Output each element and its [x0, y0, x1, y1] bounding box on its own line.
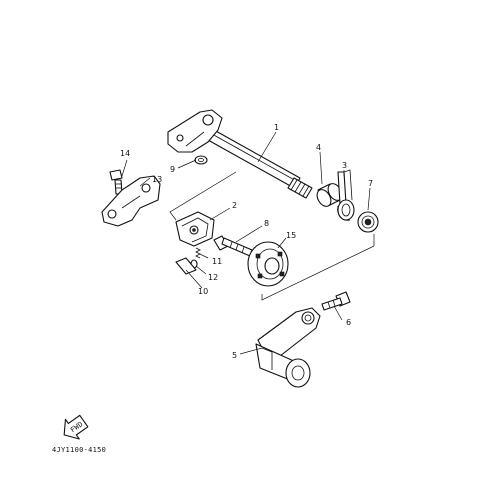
- shift-pedal[interactable]: [255, 307, 321, 388]
- stopper-lever[interactable]: [175, 211, 215, 247]
- label-9: 9: [170, 165, 175, 174]
- spring-11[interactable]: [195, 247, 201, 259]
- leader-lines: [121, 131, 371, 355]
- label-2: 2: [232, 201, 237, 210]
- stud-bolt-8[interactable]: [213, 235, 253, 257]
- label-12: 12: [208, 273, 218, 282]
- label-4: 4: [316, 143, 321, 152]
- label-11: 11: [212, 257, 222, 266]
- label-5: 5: [232, 351, 237, 360]
- torsion-spring[interactable]: [337, 169, 355, 221]
- bolt-6[interactable]: [321, 291, 351, 311]
- fwd-arrow-icon: FWD: [63, 414, 89, 440]
- label-14: 14: [120, 149, 130, 158]
- label-8: 8: [264, 219, 269, 228]
- assembly-lines: [169, 171, 375, 301]
- label-3: 3: [342, 161, 347, 170]
- diagram-code: 4JY1100-4150: [52, 446, 106, 454]
- label-13: 13: [152, 175, 162, 184]
- bolt-14[interactable]: [109, 169, 123, 195]
- label-1: 1: [274, 123, 279, 132]
- shift-shaft[interactable]: [167, 109, 313, 199]
- label-10: 10: [198, 287, 208, 296]
- label-15: 15: [286, 231, 296, 240]
- part-labels: 1 2 3 4 5 6 7 8 9 10 11 12 13 14 15: [120, 123, 373, 360]
- label-6: 6: [346, 318, 351, 327]
- oil-seal[interactable]: [357, 211, 379, 233]
- segment-15[interactable]: [247, 241, 289, 287]
- label-7: 7: [368, 179, 373, 188]
- stopper-bracket[interactable]: [101, 175, 161, 227]
- plate-10[interactable]: [175, 257, 197, 275]
- washer-9[interactable]: [194, 155, 208, 165]
